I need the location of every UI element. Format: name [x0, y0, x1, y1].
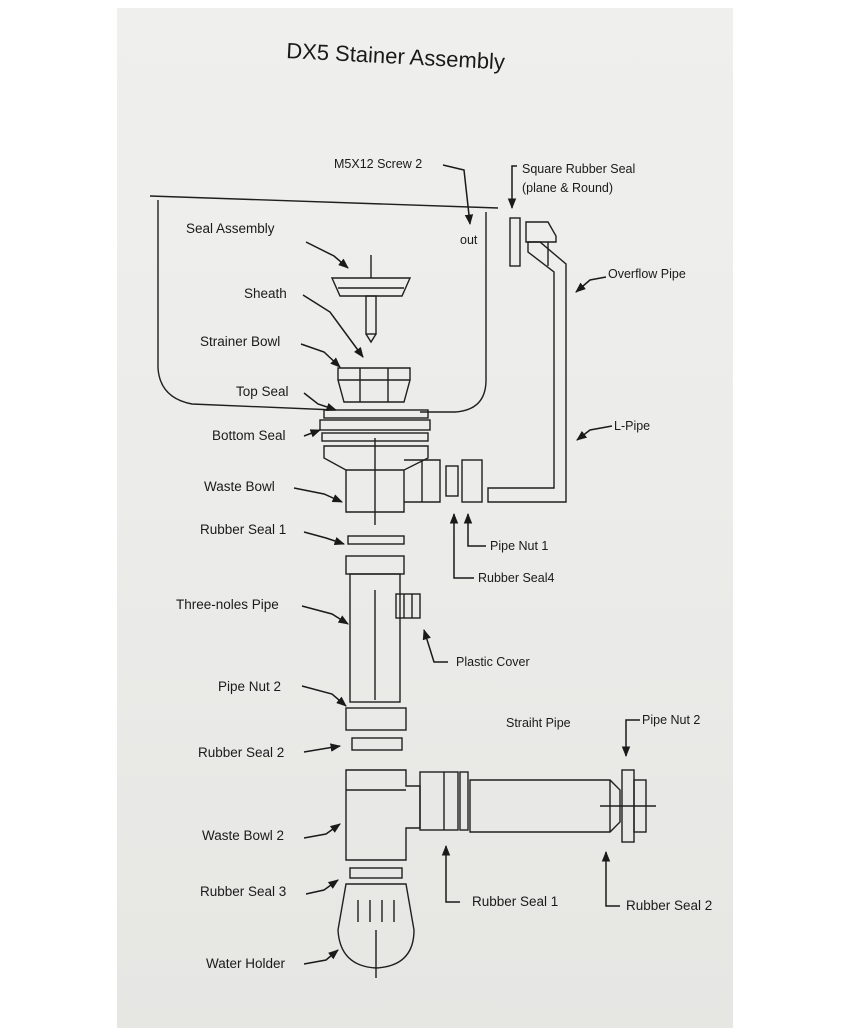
pipe-nut-2-part: [345, 707, 407, 731]
label-rubber-seal-2-right: Rubber Seal 2: [626, 898, 713, 913]
label-water-holder: Water Holder: [206, 956, 286, 971]
label-rubber-seal-4: Rubber Seal4: [478, 571, 555, 585]
label-sheath: Sheath: [244, 286, 287, 301]
water-holder-part: [337, 883, 415, 978]
label-square-rubber-seal: Square Rubber Seal: [522, 162, 636, 176]
label-pipe-nut-1: Pipe Nut 1: [490, 539, 549, 553]
label-three-holes-pipe: Three-noles Pipe: [176, 597, 279, 612]
label-plastic-cover: Plastic Cover: [456, 655, 530, 669]
label-screw: M5X12 Screw 2: [334, 157, 423, 171]
label-seal-assembly: Seal Assembly: [186, 221, 275, 236]
leader-arrows: [293, 164, 640, 965]
label-pipe-nut-2-right: Pipe Nut 2: [642, 713, 701, 727]
strainer-bowl-part: [337, 367, 411, 403]
waste-bowl-part: [323, 438, 441, 525]
straight-pipe-part: [469, 769, 656, 843]
overflow-and-l-pipe: [487, 217, 567, 503]
top-and-bottom-seal-parts: [319, 409, 431, 442]
rubber-seal-1-bottom-part: [459, 771, 469, 831]
label-straight-pipe: Straiht Pipe: [506, 716, 571, 730]
seal-assembly-part: [330, 255, 412, 344]
paper-sheet: [117, 8, 733, 1028]
rubber-seal-3-part: [349, 867, 403, 879]
waste-bowl-2-part: [345, 769, 459, 861]
label-rubber-seal-1-bottom: Rubber Seal 1: [472, 894, 559, 909]
label-rubber-seal-3: Rubber Seal 3: [200, 884, 287, 899]
sink-basin: [149, 195, 499, 413]
label-waste-bowl: Waste Bowl: [204, 479, 275, 494]
label-bottom-seal: Bottom Seal: [212, 428, 286, 443]
label-waste-bowl-2: Waste Bowl 2: [202, 828, 285, 843]
three-holes-pipe-part: [345, 555, 421, 703]
label-pipe-nut-2-left: Pipe Nut 2: [218, 679, 282, 694]
label-rubber-seal-1-top: Rubber Seal 1: [200, 522, 287, 537]
label-top-seal: Top Seal: [236, 384, 289, 399]
label-overflow-pipe: Overflow Pipe: [608, 267, 686, 281]
rubber-seal-2-part: [351, 737, 403, 751]
label-rubber-seal-2-left: Rubber Seal 2: [198, 745, 285, 760]
label-out: out: [460, 233, 478, 247]
rubber-seal-1-part: [347, 535, 405, 545]
rubber-seal-4-and-pipe-nut-1: [445, 459, 483, 503]
label-l-pipe: L-Pipe: [614, 419, 651, 433]
label-strainer-bowl: Strainer Bowl: [200, 334, 281, 349]
label-square-rubber-seal-detail: (plane & Round): [522, 181, 614, 195]
